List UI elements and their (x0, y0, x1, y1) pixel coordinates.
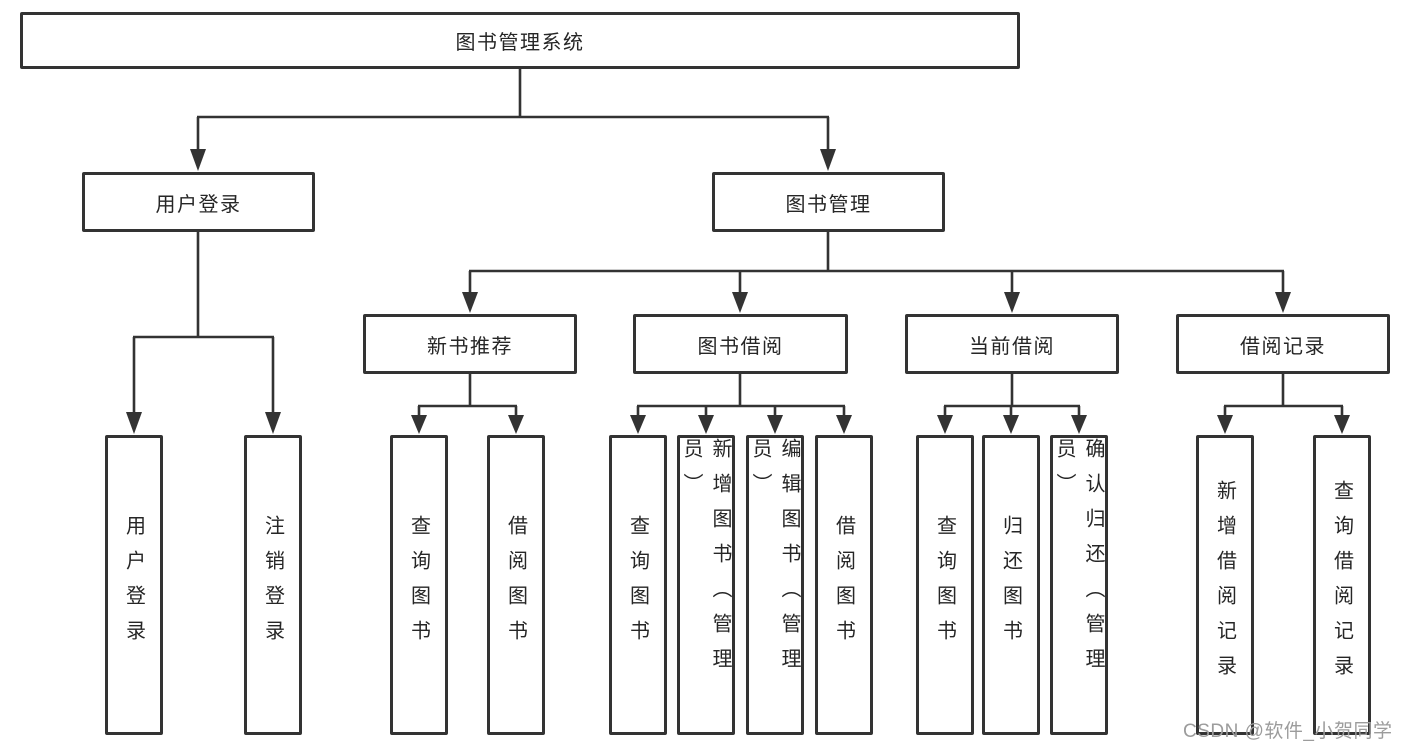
leaf-bb-query-books: 查询图书 (609, 435, 667, 735)
watermark: CSDN @软件_小贺同学 (1183, 721, 1393, 742)
connector-borrowing-records (1223, 374, 1344, 417)
node-user-login: 用户登录 (82, 172, 315, 232)
arrowhead-icon (508, 415, 524, 434)
connector-book-management (468, 232, 1285, 294)
leaf-bb-add-books-admin: 新增图书（管理员） (677, 435, 735, 735)
leaf-cb-confirm-return-admin: 确认归还（管理员） (1050, 435, 1108, 735)
leaf-bb-edit-books-admin: 编辑图书（管理员） (746, 435, 804, 735)
node-borrowing-records: 借阅记录 (1176, 314, 1390, 374)
leaf-bb-borrow-books: 借阅图书 (815, 435, 873, 735)
arrowhead-icon (1217, 415, 1233, 434)
arrowhead-icon (1275, 292, 1291, 313)
arrowhead-icon (1003, 415, 1019, 434)
node-book-management: 图书管理 (712, 172, 945, 232)
arrowhead-icon (411, 415, 427, 434)
node-book-borrowing: 图书借阅 (633, 314, 848, 374)
leaf-cb-query-books: 查询图书 (916, 435, 974, 735)
leaf-br-add-record: 新增借阅记录 (1196, 435, 1254, 735)
arrowhead-icon (820, 149, 836, 171)
arrowhead-icon (1071, 415, 1087, 434)
leaf-br-query-record: 查询借阅记录 (1313, 435, 1371, 735)
arrowhead-icon (732, 292, 748, 313)
arrowhead-icon (1334, 415, 1350, 434)
node-book-management-system: 图书管理系统 (20, 12, 1020, 69)
arrowhead-icon (630, 415, 646, 434)
arrowhead-icon (265, 412, 281, 434)
node-current-borrowing: 当前借阅 (905, 314, 1119, 374)
connector-current-borrowing (943, 374, 1081, 417)
connector-new-book-recommend (417, 374, 518, 417)
leaf-nb-borrow-books: 借阅图书 (487, 435, 545, 735)
arrowhead-icon (126, 412, 142, 434)
connector-user-login (132, 232, 275, 414)
leaf-logout: 注销登录 (244, 435, 302, 735)
arrowhead-icon (767, 415, 783, 434)
leaf-cb-return-books: 归还图书 (982, 435, 1040, 735)
arrowhead-icon (462, 292, 478, 313)
connector-root (196, 69, 830, 151)
arrowhead-icon (836, 415, 852, 434)
arrowhead-icon (937, 415, 953, 434)
arrowhead-icon (190, 149, 206, 171)
arrowhead-icon (698, 415, 714, 434)
connector-book-borrowing (636, 374, 846, 417)
leaf-user-login: 用户登录 (105, 435, 163, 735)
leaf-nb-query-books: 查询图书 (390, 435, 448, 735)
node-new-book-recommend: 新书推荐 (363, 314, 577, 374)
arrowhead-icon (1004, 292, 1020, 313)
